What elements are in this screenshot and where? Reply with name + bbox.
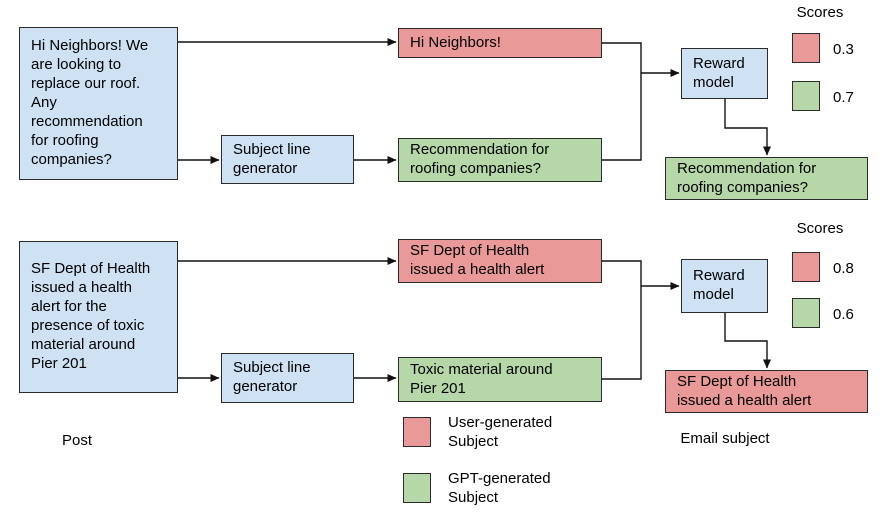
score-gpt-swatch-2 xyxy=(792,298,820,328)
user-subject-box-1: Hi Neighbors! xyxy=(398,28,602,58)
score-user-value-2: 0.8 xyxy=(833,260,854,277)
reward-model-box-2: Reward model xyxy=(681,259,768,313)
legend-user-swatch xyxy=(403,417,431,447)
subject-line-generator-box-2: Subject line generator xyxy=(221,353,354,403)
score-gpt-value-2: 0.6 xyxy=(833,306,854,323)
post-column-label: Post xyxy=(61,432,92,449)
score-gpt-swatch-1 xyxy=(792,81,820,111)
reward-model-box-1: Reward model xyxy=(681,48,768,99)
post-box-2: SF Dept of Health issued a health alert … xyxy=(19,241,178,393)
score-user-value-1: 0.3 xyxy=(833,41,854,58)
scores-label-1: Scores xyxy=(796,4,844,21)
gpt-subject-box-2: Toxic material around Pier 201 xyxy=(398,357,602,402)
score-user-swatch-2 xyxy=(792,252,820,282)
selected-subject-box-1: Recommendation for roofing companies? xyxy=(665,157,868,200)
legend-gpt-label: GPT-generated Subject xyxy=(448,470,551,507)
legend-gpt-swatch xyxy=(403,473,431,503)
subject-line-generator-box-1: Subject line generator xyxy=(221,135,354,184)
user-subject-box-2: SF Dept of Health issued a health alert xyxy=(398,239,602,283)
score-user-swatch-1 xyxy=(792,33,820,63)
email-subject-column-label: Email subject xyxy=(680,430,770,447)
selected-subject-box-2: SF Dept of Health issued a health alert xyxy=(665,370,868,413)
post-box-1: Hi Neighbors! We are looking to replace … xyxy=(19,27,178,180)
scores-label-2: Scores xyxy=(796,220,844,237)
score-gpt-value-1: 0.7 xyxy=(833,89,854,106)
legend-user-label: User-generated Subject xyxy=(448,414,553,451)
gpt-subject-box-1: Recommendation for roofing companies? xyxy=(398,138,602,182)
